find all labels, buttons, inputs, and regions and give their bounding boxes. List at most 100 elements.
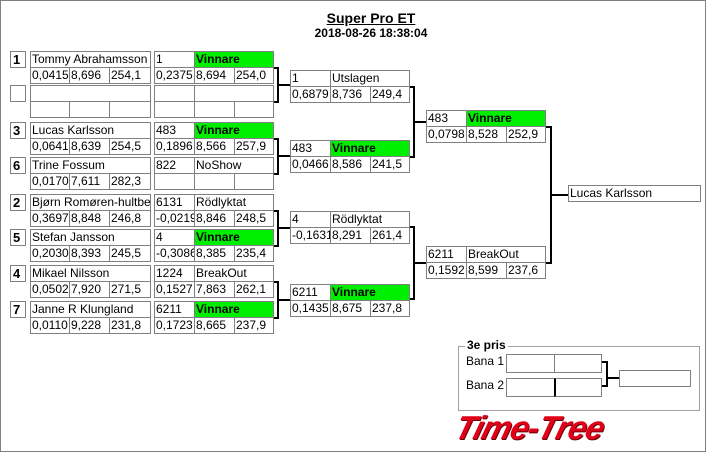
- round2-result-et: 8,291: [330, 227, 371, 244]
- racer-speed: 245,5: [109, 245, 151, 262]
- racer-et: 8,848: [69, 210, 110, 227]
- round1-result-number: 483: [154, 122, 195, 139]
- event-datetime: 2018-08-26 18:38:04: [314, 26, 428, 40]
- racer-reaction: 0,2030: [30, 245, 70, 262]
- seed-box: 3: [10, 122, 26, 139]
- round1-result-speed: 257,9: [234, 138, 274, 155]
- round2-result-et: 8,586: [330, 156, 371, 173]
- round3-result-status: BreakOut: [466, 246, 546, 263]
- round1-result-reaction: -0,0219: [154, 210, 195, 227]
- round1-result-reaction: [154, 173, 195, 190]
- round1-result-et: 8,694: [194, 67, 235, 84]
- lane1-number-field[interactable]: [506, 354, 555, 373]
- racer-speed: 231,8: [109, 317, 151, 334]
- racer-et: 8,696: [69, 67, 110, 84]
- third-place-group: [458, 346, 700, 411]
- lane1-status-field[interactable]: [554, 354, 602, 373]
- round3-result-speed: 237,6: [506, 262, 546, 279]
- time-tree-logo: Time-Tree: [451, 409, 609, 446]
- round3-result-number: 6211: [426, 246, 467, 263]
- racer-speed: 254,1: [109, 67, 151, 84]
- round1-result-status: NoShow: [194, 157, 274, 174]
- round1-result-number: [154, 85, 195, 102]
- round1-result-number: 6211: [154, 301, 195, 318]
- round3-result-status: Vinnare: [466, 110, 546, 127]
- round1-result-reaction: 0,2375: [154, 67, 195, 84]
- racer-name: Stefan Jansson: [30, 229, 151, 246]
- round1-result-speed: 248,5: [234, 210, 274, 227]
- third-place-winner-field[interactable]: [619, 370, 691, 387]
- round2-result-reaction: 0,6879: [290, 86, 331, 103]
- round1-result-et: 7,863: [194, 281, 235, 298]
- seed-box: 4: [10, 265, 26, 282]
- racer-speed: 282,3: [109, 173, 151, 190]
- seed-box: 1: [10, 51, 26, 68]
- round3-result-reaction: 0,0798: [426, 126, 467, 143]
- round2-result-number: 6211: [290, 284, 331, 301]
- racer-reaction: 0,0110: [30, 317, 70, 334]
- racer-et: [69, 101, 110, 118]
- racer-speed: [109, 101, 151, 118]
- round1-result-status: BreakOut: [194, 265, 274, 282]
- round2-result-speed: 249,4: [370, 86, 410, 103]
- racer-speed: 246,8: [109, 210, 151, 227]
- round2-result-speed: 241,5: [370, 156, 410, 173]
- round2-result-status: Rödlyktat: [330, 211, 410, 228]
- round3-result-et: 8,599: [466, 262, 507, 279]
- lane2-status-field[interactable]: [554, 378, 602, 397]
- seed-box: 2: [10, 194, 26, 211]
- racer-reaction: 0,0502: [30, 281, 70, 298]
- racer-speed: 254,5: [109, 138, 151, 155]
- round2-result-reaction: 0,1435: [290, 300, 331, 317]
- round1-result-speed: 262,1: [234, 281, 274, 298]
- round1-result-speed: [234, 101, 274, 118]
- racer-et: 8,393: [69, 245, 110, 262]
- round1-result-et: 8,566: [194, 138, 235, 155]
- round1-result-status: Vinnare: [194, 301, 274, 318]
- round1-result-et: [194, 101, 235, 118]
- round1-result-et: 8,665: [194, 317, 235, 334]
- racer-name: Mikael Nilsson: [30, 265, 151, 282]
- racer-name: Janne R Klungland: [30, 301, 151, 318]
- racer-reaction: 0,0415: [30, 67, 70, 84]
- round3-result-reaction: 0,1592: [426, 262, 467, 279]
- round1-result-speed: 235,4: [234, 245, 274, 262]
- round1-result-number: 1224: [154, 265, 195, 282]
- racer-name: Tommy Abrahamsson: [30, 51, 151, 68]
- round1-result-number: 6131: [154, 194, 195, 211]
- round1-result-reaction: 0,1527: [154, 281, 195, 298]
- third-place-title: 3e pris: [465, 338, 508, 352]
- round2-result-reaction: 0,0466: [290, 156, 331, 173]
- round1-result-number: 4: [154, 229, 195, 246]
- round2-result-et: 8,736: [330, 86, 371, 103]
- round3-result-et: 8,528: [466, 126, 507, 143]
- round2-result-speed: 261,4: [370, 227, 410, 244]
- seed-box: 7: [10, 301, 26, 318]
- round1-result-status: Vinnare: [194, 122, 274, 139]
- round2-result-et: 8,675: [330, 300, 371, 317]
- round1-result-status: Vinnare: [194, 51, 274, 68]
- round3-result-number: 483: [426, 110, 467, 127]
- round1-result-status: [194, 85, 274, 102]
- racer-et: 8,639: [69, 138, 110, 155]
- racer-speed: 271,5: [109, 281, 151, 298]
- round2-result-speed: 237,8: [370, 300, 410, 317]
- final-winner: Lucas Karlsson: [568, 185, 701, 202]
- racer-reaction: 0,0170: [30, 173, 70, 190]
- round1-result-speed: [234, 173, 274, 190]
- racer-name: Bjørn Romøren-hultberg: [30, 194, 151, 211]
- lane2-number-field[interactable]: [506, 378, 555, 397]
- round1-result-reaction: 0,1896: [154, 138, 195, 155]
- round1-result-et: [194, 173, 235, 190]
- round1-result-speed: 237,9: [234, 317, 274, 334]
- round2-result-number: 483: [290, 140, 331, 157]
- round2-result-reaction: -0,1631: [290, 227, 331, 244]
- round1-result-reaction: [154, 101, 195, 118]
- event-title: Super Pro ET: [326, 10, 416, 26]
- lane2-label: Bana 2: [466, 378, 505, 392]
- round2-result-status: Utslagen: [330, 70, 410, 87]
- round2-result-number: 4: [290, 211, 331, 228]
- racer-reaction: 0,0641: [30, 138, 70, 155]
